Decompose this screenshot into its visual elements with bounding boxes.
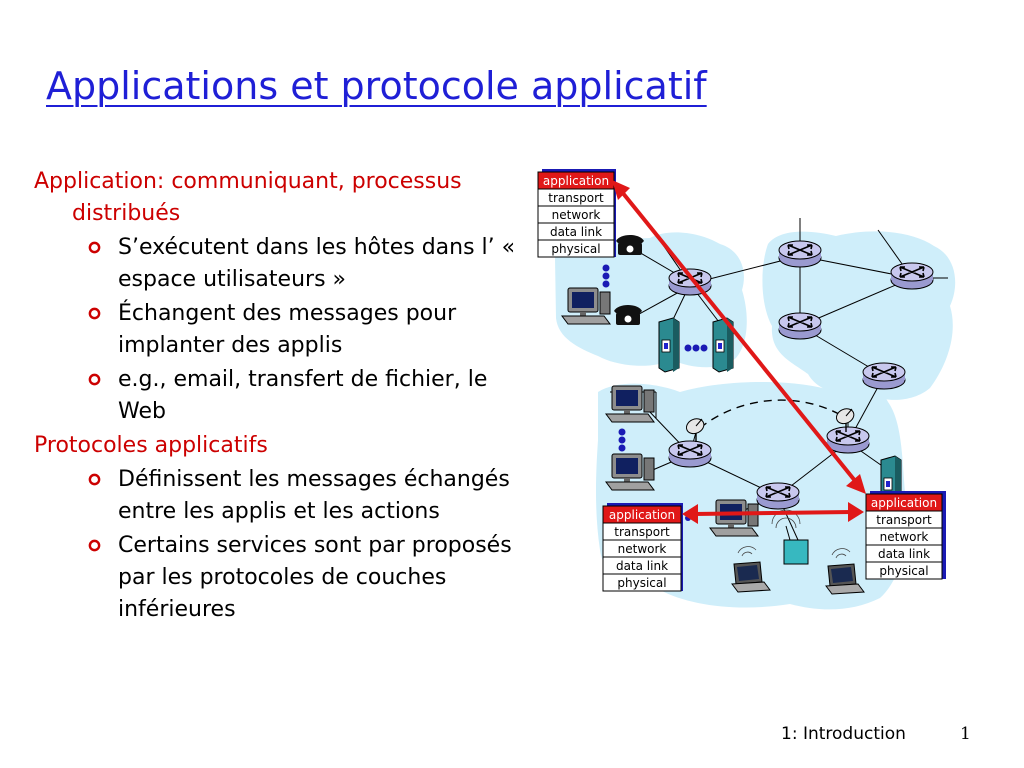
bullet-ring-icon bbox=[88, 373, 101, 386]
stack-layer-network: network bbox=[880, 530, 929, 544]
network-cloud bbox=[554, 232, 747, 368]
footer-chapter-label: 1: Introduction bbox=[781, 724, 906, 744]
satellite-link bbox=[699, 399, 847, 429]
computer-icon bbox=[605, 453, 655, 491]
bullet-text: e.g., email, transfert de fichier, le We… bbox=[118, 367, 488, 424]
ellipsis-dots-vertical bbox=[618, 428, 626, 452]
stack-layer-transport: transport bbox=[614, 525, 670, 539]
stack-layer-network: network bbox=[618, 542, 667, 556]
wireless-access-point-icon bbox=[771, 509, 809, 565]
bullet-text: Échangent des messages pour implanter de… bbox=[118, 301, 457, 358]
router-icon bbox=[668, 268, 712, 296]
protocol-stack-bottom-right: application transport network data link … bbox=[865, 491, 946, 580]
server-icon bbox=[658, 317, 680, 373]
application-arrows bbox=[612, 180, 866, 524]
telephone-icon bbox=[614, 305, 642, 325]
computer-icon bbox=[561, 287, 611, 325]
bullet-ring-icon bbox=[88, 241, 101, 254]
slide-title: Applications et protocole applicatif bbox=[46, 64, 707, 108]
stack-layer-physical: physical bbox=[551, 242, 600, 256]
stack-layer-data-link: data link bbox=[616, 559, 668, 573]
ellipsis-dots-vertical bbox=[602, 264, 610, 288]
router-icon bbox=[756, 482, 800, 510]
computer-icon bbox=[709, 499, 759, 537]
bullet-list: Application: communiquant, processus dis… bbox=[34, 166, 524, 628]
router-icon bbox=[862, 362, 906, 390]
page-number: 1 bbox=[960, 724, 971, 744]
bullet-level2-examples: e.g., email, transfert de fichier, le We… bbox=[34, 364, 524, 428]
bullet-text: Définissent les messages échangés entre … bbox=[118, 467, 510, 524]
bullet-level2-define: Définissent les messages échangés entre … bbox=[34, 464, 524, 528]
ellipsis-dots-horizontal bbox=[684, 344, 708, 352]
protocol-stack-bottom-left: application transport network data link … bbox=[602, 503, 683, 592]
bullet-ring-icon bbox=[88, 539, 101, 552]
bullet-level2-services: Certains services sont par proposés par … bbox=[34, 530, 524, 626]
stack-layer-data-link: data link bbox=[878, 547, 930, 561]
protocol-stack-top: application transport network data link … bbox=[537, 169, 616, 258]
bullet-level1-application: Application: communiquant, processus dis… bbox=[34, 169, 462, 226]
bullet-level2-messages: Échangent des messages pour implanter de… bbox=[34, 298, 524, 362]
stack-layer-physical: physical bbox=[617, 576, 666, 590]
bullet-ring-icon bbox=[88, 307, 101, 320]
stack-layer-network: network bbox=[552, 208, 601, 222]
computer-icon bbox=[605, 385, 655, 423]
stack-layer-application: application bbox=[871, 496, 937, 510]
telephone-icon bbox=[616, 235, 644, 255]
bullet-ring-icon bbox=[88, 473, 101, 486]
bullet-level2-hosts: S’exécutent dans les hôtes dans l’ « esp… bbox=[34, 232, 524, 296]
stack-layer-physical: physical bbox=[879, 564, 928, 578]
router-icon bbox=[778, 240, 822, 268]
stack-layer-data-link: data link bbox=[550, 225, 602, 239]
stack-layer-application: application bbox=[543, 174, 609, 188]
router-icon bbox=[778, 312, 822, 340]
bullet-text: Certains services sont par proposés par … bbox=[118, 533, 512, 622]
router-icon bbox=[890, 262, 934, 290]
bullet-text: S’exécutent dans les hôtes dans l’ « esp… bbox=[118, 235, 516, 292]
router-icon bbox=[668, 440, 712, 468]
stack-layer-transport: transport bbox=[876, 513, 932, 527]
router-icon bbox=[826, 426, 870, 454]
bullet-level1-protocols: Protocoles applicatifs bbox=[34, 433, 268, 458]
stack-layer-application: application bbox=[609, 508, 675, 522]
stack-layer-transport: transport bbox=[548, 191, 604, 205]
